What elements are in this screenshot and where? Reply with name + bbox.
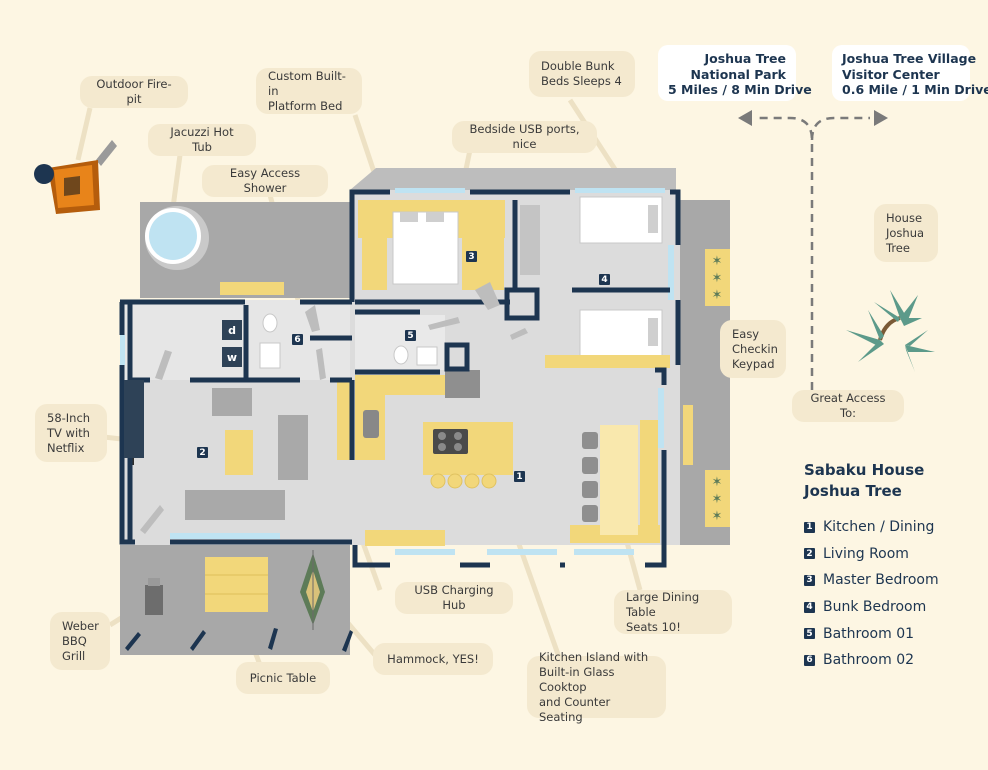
windows <box>120 188 674 555</box>
toilet-icon <box>393 345 409 365</box>
room-number-bath1: 5 <box>405 330 416 341</box>
svg-text:✶: ✶ <box>712 271 723 286</box>
room-number-bunk: 4 <box>599 274 610 285</box>
legend-item: 3 Master Bedroom <box>804 567 939 594</box>
callout-shower: Easy Access Shower <box>202 165 328 197</box>
planter-star-icons: ✶ ✶ ✶ ✶ ✶ ✶ <box>712 254 723 524</box>
callout-island: Kitchen Island with Built-in Glass Cookt… <box>527 650 666 724</box>
legend-item: 6 Bathroom 02 <box>804 647 939 674</box>
callout-hot-tub: Jacuzzi Hot Tub <box>148 124 256 156</box>
legend-badge: 6 <box>804 654 815 666</box>
fire-pit-icon <box>34 140 117 214</box>
washer-icon: w <box>222 347 242 367</box>
legend-label: Living Room <box>823 545 909 562</box>
sofa <box>185 490 285 520</box>
legend-badge: 3 <box>804 574 815 586</box>
dining-table <box>600 425 638 535</box>
callout-keypad: Easy Checkin Keypad <box>720 320 786 378</box>
legend-item: 4 Bunk Bedroom <box>804 594 939 621</box>
chimney <box>504 287 540 321</box>
kitchen-counters <box>337 375 660 546</box>
callout-house-tree: House Joshua Tree <box>874 204 938 262</box>
legend-label: Kitchen / Dining <box>823 519 935 536</box>
roof-shadow <box>350 168 676 190</box>
callout-picnic: Picnic Table <box>236 662 330 694</box>
legend-item: 2 Living Room <box>804 541 939 568</box>
room-number-master: 3 <box>466 251 477 262</box>
legend-item: 1 Kitchen / Dining <box>804 514 939 541</box>
bbq-grill-icon <box>145 585 163 615</box>
legend-item: 5 Bathroom 01 <box>804 620 939 647</box>
joshua-tree-icon <box>846 290 935 372</box>
destination-distance: 0.6 Mile / 1 Min Drive <box>842 82 988 97</box>
callout-bbq: Weber BBQ Grill <box>50 612 110 670</box>
picnic-table <box>205 557 268 612</box>
legend-badge: 5 <box>804 628 815 640</box>
legend-list: 1 Kitchen / Dining 2 Living Room 3 Master B… <box>804 514 939 674</box>
legend-title: Sabaku House <box>804 461 925 479</box>
callout-usb-hub: USB Charging Hub <box>395 582 513 614</box>
callout-usb-ports: Bedside USB ports, nice <box>452 121 597 153</box>
callout-tv: 58-Inch TV with Netflix <box>35 404 107 462</box>
bathroom-sink <box>416 346 438 366</box>
callout-fire-pit: Outdoor Fire-pit <box>80 76 188 108</box>
side-sofa <box>278 415 308 480</box>
planter-top <box>705 249 730 306</box>
callout-hammock: Hammock, YES! <box>373 643 493 675</box>
svg-text:✶: ✶ <box>712 288 723 303</box>
legend-badge: 1 <box>804 521 815 533</box>
svg-text:✶: ✶ <box>712 509 723 524</box>
master-bed <box>392 211 459 285</box>
bunk-shelf <box>545 355 670 368</box>
arrow-left-icon <box>738 110 752 126</box>
planter-bottom <box>705 470 730 527</box>
legend-label: Bathroom 02 <box>823 652 915 669</box>
fridge <box>445 370 480 398</box>
legend-label: Bathroom 01 <box>823 625 915 642</box>
svg-text:✶: ✶ <box>712 254 723 269</box>
callout-dining-table: Large Dining Table Seats 10! <box>614 590 732 634</box>
patio-posts <box>125 628 353 652</box>
svg-text:✶: ✶ <box>712 475 723 490</box>
route-lines <box>755 116 870 390</box>
legend-label: Master Bedroom <box>823 572 939 589</box>
destination-national-park: Joshua Tree National Park 5 Miles / 8 Mi… <box>658 45 812 101</box>
armchair <box>212 388 252 416</box>
svg-text:✶: ✶ <box>712 492 723 507</box>
toilet-icon-2 <box>262 313 278 333</box>
doors <box>140 282 528 534</box>
arrow-right-icon <box>874 110 888 126</box>
hot-tub-icon <box>149 212 197 260</box>
counter-stools <box>430 473 497 489</box>
callout-bunk-beds: Double Bunk Beds Sleeps 4 <box>529 51 635 97</box>
callout-platform-bed: Custom Built-in Platform Bed <box>256 68 362 114</box>
legend-label: Bunk Bedroom <box>823 599 927 616</box>
legend-subtitle: Joshua Tree <box>804 482 902 500</box>
destination-name: Joshua Tree Village <box>842 51 977 66</box>
dining-chairs <box>582 432 598 522</box>
glass-cooktop <box>433 429 468 454</box>
kitchen-sink <box>363 410 379 438</box>
shower-icon <box>259 342 281 369</box>
destination-name: Joshua Tree <box>704 51 786 66</box>
destination-name-2: National Park <box>690 66 786 82</box>
callout-great-access: Great Access To: <box>792 390 904 422</box>
dryer-icon: d <box>222 320 242 340</box>
bunk-bed-bottom <box>579 309 663 357</box>
legend-badge: 4 <box>804 601 815 613</box>
destination-village: Joshua Tree Village Visitor Center 0.6 M… <box>832 45 988 101</box>
legend-badge: 2 <box>804 548 815 560</box>
destination-distance: 5 Miles / 8 Min Drive <box>668 82 812 97</box>
room-number-bath2: 6 <box>292 334 303 345</box>
tv-wall <box>124 380 144 458</box>
room-number-kitchen: 1 <box>514 471 525 482</box>
destination-name-2: Visitor Center <box>842 66 940 82</box>
outdoor-bench <box>220 282 284 295</box>
coffee-table <box>225 430 253 475</box>
legend: Sabaku House Joshua Tree 1 Kitchen / Dini… <box>804 460 939 674</box>
room-number-living: 2 <box>197 447 208 458</box>
